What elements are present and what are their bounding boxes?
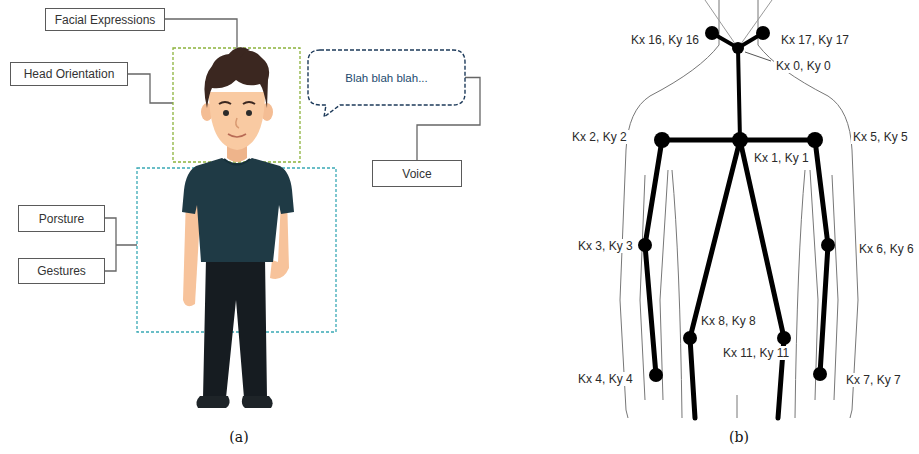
leader-line	[128, 74, 173, 103]
keypoint-label: Kx 17, Ky 17	[779, 33, 851, 47]
keypoint-label: Kx 16, Ky 16	[629, 33, 701, 47]
leader-line	[745, 52, 771, 61]
node-text: Blah blah blah...	[345, 72, 427, 84]
keypoint-label: Kx 8, Ky 8	[699, 314, 758, 328]
keypoint-label: Kx 0, Ky 0	[774, 59, 833, 73]
leader-line	[165, 19, 237, 48]
feature-box: Facial Expressions	[45, 8, 165, 31]
node-text: Head Orientation	[24, 67, 115, 81]
feature-box: Porsture	[18, 205, 105, 232]
speech-bubble: Blah blah blah...	[308, 50, 465, 105]
skeleton	[645, 33, 828, 418]
keypoint-label: Kx 2, Ky 2	[570, 130, 629, 144]
keypoints	[638, 26, 835, 382]
node-text: Porsture	[39, 212, 84, 226]
bracket	[105, 218, 137, 271]
keypoint-label: Kx 6, Ky 6	[857, 242, 916, 256]
node-text: Facial Expressions	[55, 13, 156, 27]
keypoint-label: Kx 11, Ky 11	[721, 346, 791, 360]
keypoint-label: Kx 4, Ky 4	[576, 372, 635, 386]
keypoint-label: Kx 1, Ky 1	[752, 151, 811, 165]
node-text: Voice	[402, 167, 431, 181]
person-figure	[182, 47, 294, 408]
keypoint-label: Kx 5, Ky 5	[851, 130, 910, 144]
panel-caption: (a)	[227, 430, 250, 444]
feature-box: Gestures	[18, 258, 105, 284]
feature-box: Voice	[372, 160, 462, 187]
panel-caption: (b)	[727, 430, 751, 444]
feature-box: Head Orientation	[10, 62, 128, 86]
keypoint-label: Kx 7, Ky 7	[844, 373, 903, 387]
body-silhouette	[620, 0, 858, 418]
node-text: Gestures	[37, 264, 86, 278]
head-region	[173, 48, 300, 162]
keypoint-label: Kx 3, Ky 3	[576, 239, 635, 253]
